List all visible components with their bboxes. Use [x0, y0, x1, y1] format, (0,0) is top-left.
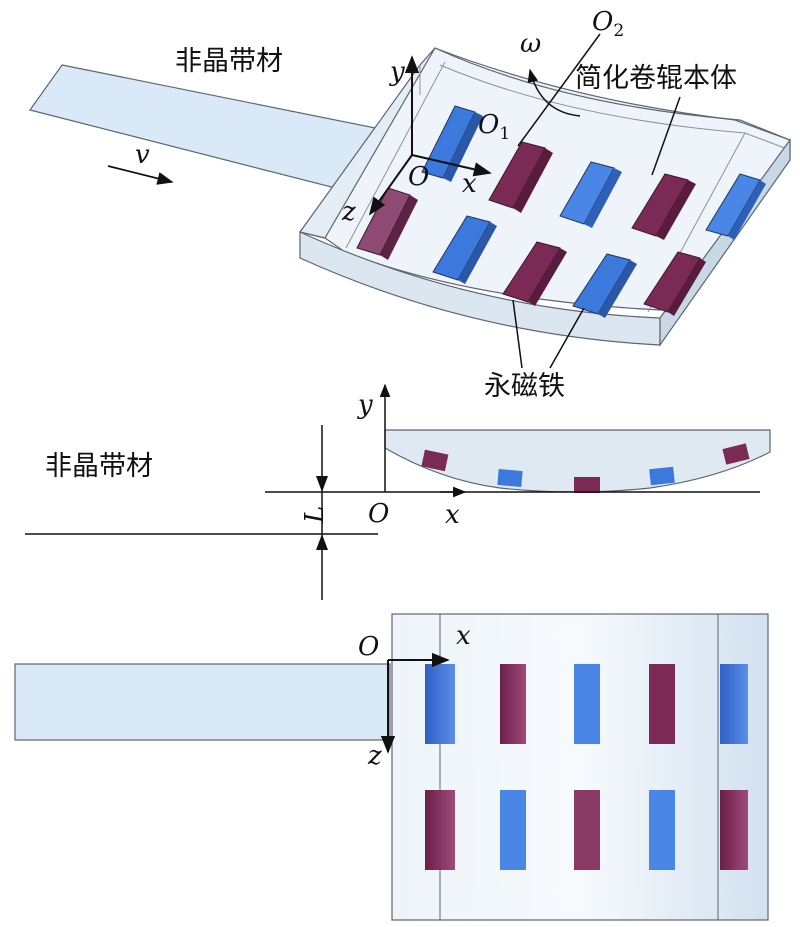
o1-o2-leader — [517, 33, 601, 147]
magnets-side — [421, 443, 750, 493]
l-arrow-bottom — [316, 534, 328, 550]
magnet-leader-2 — [549, 307, 585, 369]
magnet-top — [649, 790, 675, 870]
o2-label: O2 — [592, 7, 624, 41]
magnets-3d — [356, 105, 766, 318]
l-arrow-top — [316, 476, 328, 492]
isometric-view: y x z O O1 O2 ω v 非晶带材 简化卷辊本体 永磁铁 — [29, 7, 791, 402]
velocity-arrow — [107, 165, 174, 185]
amorphous-strip-top — [14, 663, 391, 741]
origin-label-top: O — [358, 632, 379, 662]
roller-body-label: 简化卷辊本体 — [575, 63, 737, 94]
magnet-top — [425, 790, 455, 870]
l-label: L — [300, 506, 330, 524]
magnet-side — [497, 468, 523, 488]
magnet-top — [574, 664, 600, 744]
magnet-top — [649, 664, 675, 744]
top-view: O x z — [14, 613, 769, 921]
magnet-top — [500, 790, 526, 870]
magnet-3d — [643, 251, 706, 316]
roller-top — [391, 613, 769, 921]
magnet-side — [574, 477, 600, 493]
strip-label-3d: 非晶带材 — [175, 46, 283, 77]
magnet-3d — [572, 253, 637, 318]
magnets-top-row-2 — [425, 790, 748, 870]
magnet-top — [500, 664, 526, 744]
origin-label-side: O — [368, 499, 389, 529]
magnet-3d — [356, 187, 418, 260]
magnet-3d — [432, 215, 497, 284]
velocity-label: v — [135, 140, 150, 170]
magnet-3d — [559, 161, 622, 228]
omega-label: ω — [520, 29, 541, 59]
roller-body-3d — [298, 47, 791, 347]
magnet-3d — [488, 141, 553, 213]
magnet-side — [649, 466, 675, 486]
roller-body-leader — [651, 96, 681, 176]
axis-z-label-top: z — [367, 741, 382, 771]
axes-3d: y x z O O1 O2 ω v — [107, 7, 624, 227]
magnet-top — [720, 790, 748, 870]
magnet-top — [574, 790, 600, 870]
axis-y-label-3d: y — [389, 57, 405, 87]
o1-label: O1 — [478, 110, 510, 144]
strip-label-side: 非晶带材 — [45, 451, 153, 482]
origin-label-3d: O — [408, 162, 429, 192]
axis-x-label-side: x — [445, 500, 460, 530]
axis-x-label-top: x — [456, 621, 471, 651]
axis-x-label-3d: x — [462, 169, 477, 199]
magnets-label: 永磁铁 — [484, 371, 565, 402]
magnet-3d — [631, 173, 696, 240]
magnets-top-row-1 — [425, 664, 748, 744]
axis-z-label-3d: z — [341, 197, 356, 227]
magnet-top — [425, 664, 455, 744]
magnet-side — [722, 443, 750, 465]
magnet-3d — [705, 173, 766, 240]
magnet-leader-1 — [512, 299, 523, 369]
magnet-3d — [502, 241, 567, 306]
side-view: 非晶带材 y x O L — [25, 383, 771, 600]
magnet-side — [421, 449, 449, 472]
omega-arrow — [527, 68, 581, 117]
magnet-top — [720, 664, 748, 744]
axis-y-label-side: y — [357, 390, 373, 420]
